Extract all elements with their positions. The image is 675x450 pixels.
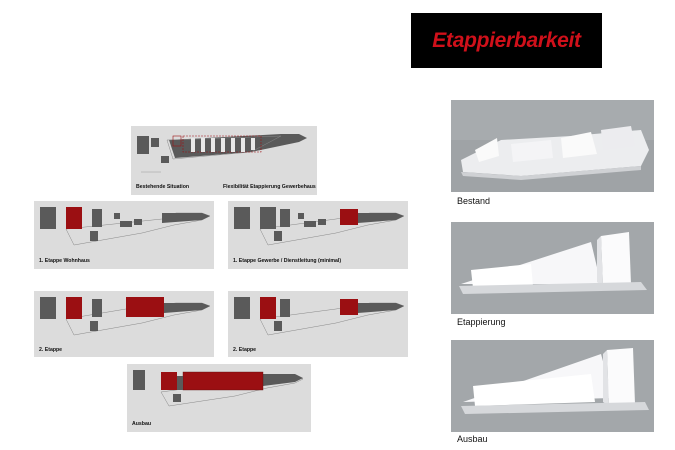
caption-existing: Bestehende Situation bbox=[136, 184, 190, 190]
site-plan-stage1-housing bbox=[40, 207, 211, 246]
caption-stage1-housing: 1. Etappe Wohnhaus bbox=[39, 258, 90, 264]
photo-label-expansion: Ausbau bbox=[457, 434, 488, 444]
caption-stage1-commercial: 1. Etappe Gewerbe / Dienstleitung (minim… bbox=[233, 258, 342, 264]
site-plan-stage2-right bbox=[234, 297, 405, 336]
diagram-stage1-commercial: 1. Etappe Gewerbe / Dienstleitung (minim… bbox=[228, 201, 408, 269]
caption-stage2-right: 2. Etappe bbox=[233, 347, 257, 353]
site-plan-expansion bbox=[133, 370, 304, 407]
diagram-stage2-right: 2. Etappe bbox=[228, 291, 408, 357]
diagram-stage1-housing: 1. Etappe Wohnhaus bbox=[34, 201, 214, 269]
site-plan-existing bbox=[137, 134, 307, 173]
caption-flexibility: Flexibilität Etappierung Gewerbehaus bbox=[223, 184, 316, 190]
diagram-stage2-left: 2. Etappe bbox=[34, 291, 214, 357]
model-photo-existing bbox=[451, 100, 654, 192]
diagram-existing-situation: Bestehende Situation Flexibilität Etappi… bbox=[131, 126, 317, 195]
site-plan-stage2-left bbox=[40, 297, 211, 336]
model-photo-expansion bbox=[451, 340, 654, 432]
title-box: Etappierbarkeit bbox=[411, 13, 602, 68]
photo-label-existing: Bestand bbox=[457, 196, 491, 206]
model-photo-expansion-image bbox=[451, 340, 654, 432]
site-plan-stage1-commercial bbox=[234, 207, 405, 246]
caption-stage2-left: 2. Etappe bbox=[39, 347, 63, 353]
caption-expansion: Ausbau bbox=[132, 421, 152, 427]
model-photo-existing-image bbox=[451, 100, 654, 192]
diagram-expansion: Ausbau bbox=[127, 364, 311, 432]
model-photo-staging bbox=[451, 222, 654, 314]
photo-label-staging: Etappierung bbox=[457, 317, 506, 327]
page-title: Etappierbarkeit bbox=[432, 28, 581, 52]
model-photo-staging-image bbox=[451, 222, 654, 314]
